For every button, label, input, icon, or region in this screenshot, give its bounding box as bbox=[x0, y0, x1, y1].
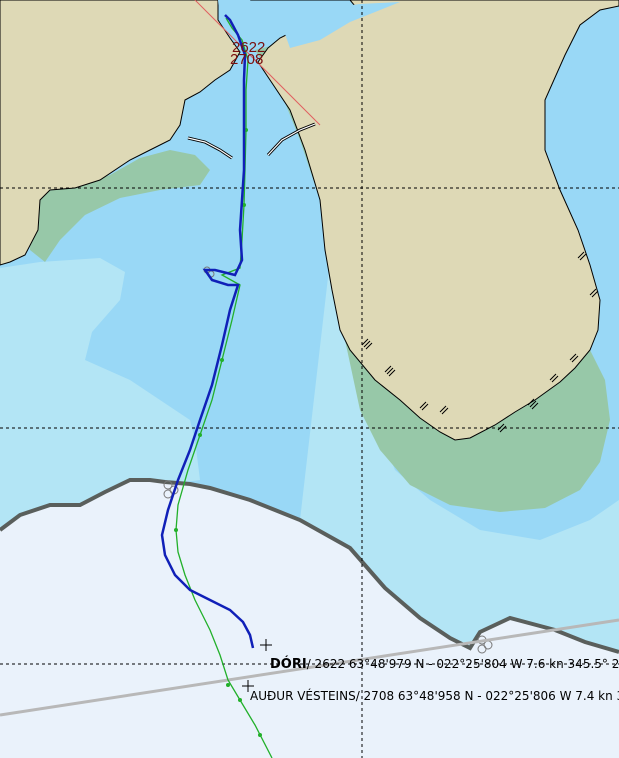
breakwater-west-inner bbox=[187, 137, 233, 159]
vessel-name-dori: DÓRI bbox=[270, 656, 307, 672]
cliff-symbol-icon bbox=[361, 251, 599, 433]
east-bay bbox=[558, 10, 619, 315]
vessel-info-audur: / 2708 63°48'958 N - 022°25'806 W 7.4 kn… bbox=[356, 689, 619, 703]
breakwater-east-inner bbox=[267, 123, 316, 156]
land-west bbox=[0, 0, 241, 266]
land-east bbox=[250, 0, 619, 441]
vessel-info-dori: / 2622 63°48'979 N - 022°25'804 W 7.6 kn… bbox=[307, 657, 619, 671]
vessel-name-audur: AUÐUR VÉSTEINS bbox=[250, 688, 356, 703]
bearing-line bbox=[194, 0, 321, 126]
route-line bbox=[0, 618, 619, 717]
vessel-label-audur[interactable]: AUÐUR VÉSTEINS/ 2708 63°48'958 N - 022°2… bbox=[250, 688, 619, 703]
rock-hazard-icon bbox=[163, 266, 493, 654]
harbor-label-bottom: 2708 bbox=[230, 51, 263, 68]
shallow-water bbox=[0, 258, 200, 530]
shallow-water-east bbox=[300, 260, 619, 652]
coast-boundary bbox=[0, 478, 619, 654]
west-shoal bbox=[30, 150, 210, 262]
track-dori bbox=[160, 14, 255, 649]
vessel-label-dori[interactable]: DÓRI/ 2622 63°48'979 N - 022°25'804 W 7.… bbox=[270, 656, 619, 672]
lagoon bbox=[280, 2, 400, 48]
harbor-label-top: 2622 bbox=[232, 39, 265, 56]
harbor-inlet bbox=[218, 0, 270, 50]
vessel-position-icon[interactable] bbox=[242, 639, 272, 692]
